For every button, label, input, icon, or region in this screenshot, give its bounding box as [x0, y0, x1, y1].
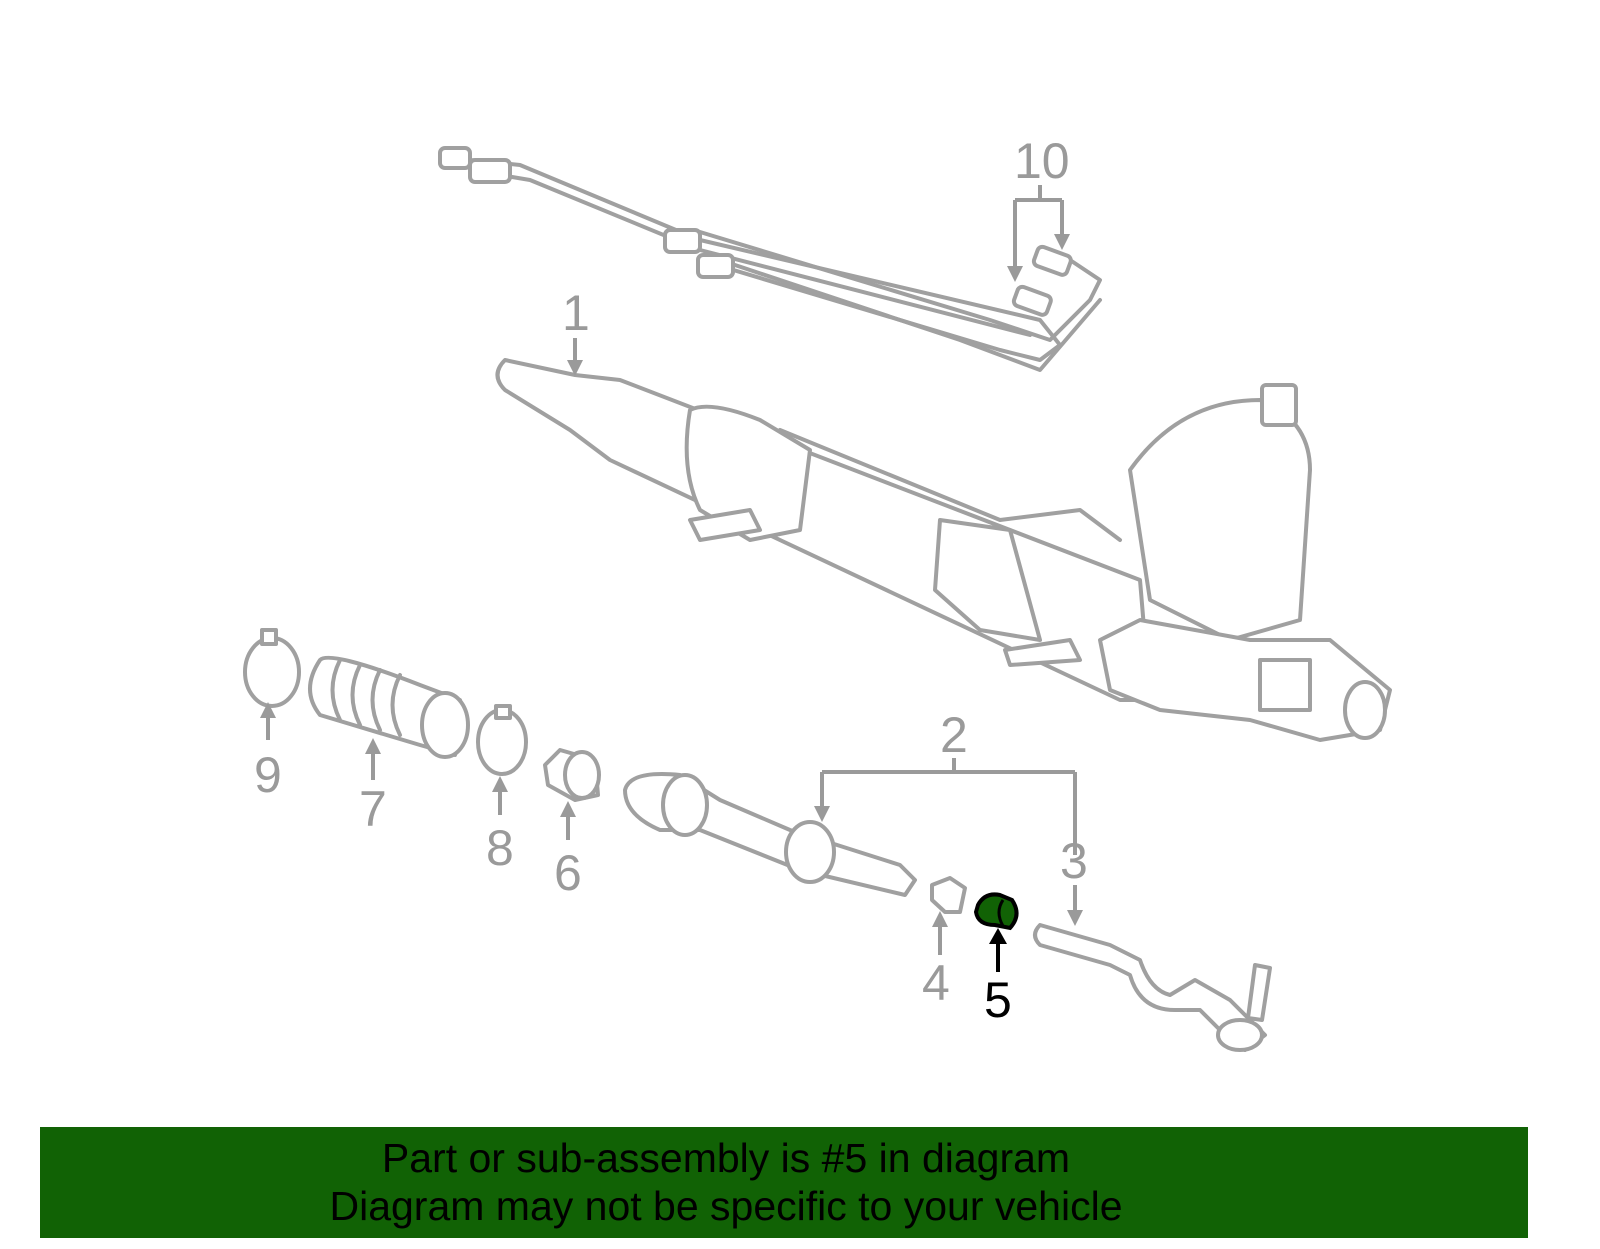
- svg-text:4: 4: [922, 955, 950, 1011]
- part-3-tie-rod-end: [1033, 923, 1272, 1052]
- svg-text:6: 6: [554, 845, 582, 901]
- callout-7: 7: [359, 738, 387, 837]
- banner-line-part-number: Part or sub-assembly is #5 in diagram: [381, 1135, 1071, 1181]
- svg-text:1: 1: [562, 285, 590, 341]
- callout-3: 3: [1060, 833, 1088, 926]
- part-2-inner-tie-rod: [623, 772, 917, 897]
- callout-2: 2: [814, 707, 1077, 855]
- callout-4: 4: [922, 911, 950, 1011]
- part-5-highlighted: [973, 892, 1019, 931]
- part-8-clamp: [476, 704, 528, 776]
- svg-text:7: 7: [359, 781, 387, 837]
- callout-10: 10: [1007, 133, 1070, 282]
- callout-6: 6: [554, 801, 582, 901]
- callout-1: 1: [562, 285, 590, 376]
- pressure-lines: [438, 146, 1102, 372]
- svg-text:2: 2: [940, 707, 968, 763]
- part-9-clamp: [243, 628, 301, 708]
- svg-text:5: 5: [984, 972, 1012, 1028]
- banner-line-disclaimer: Diagram may not be specific to your vehi…: [329, 1183, 1123, 1229]
- info-banner: Part or sub-assembly is #5 in diagram Di…: [40, 1127, 1528, 1238]
- callout-9: 9: [254, 702, 282, 803]
- svg-text:10: 10: [1014, 133, 1070, 189]
- callout-8: 8: [486, 776, 514, 876]
- svg-text:9: 9: [254, 747, 282, 803]
- part-6-bushing: [543, 748, 601, 802]
- part-7-boot: [308, 655, 470, 759]
- part-4-nut: [930, 876, 967, 914]
- rack-housing: [495, 358, 1392, 742]
- callout-5: 5: [984, 928, 1012, 1028]
- svg-text:8: 8: [486, 820, 514, 876]
- svg-text:3: 3: [1060, 833, 1088, 889]
